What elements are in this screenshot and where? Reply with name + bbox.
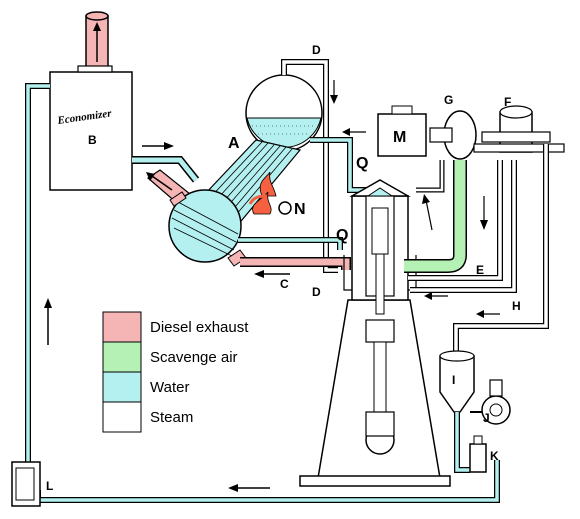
label-H: H: [512, 299, 521, 313]
pump-J: J: [470, 379, 511, 425]
legend-swatch-scavenge: [102, 341, 142, 373]
turbo-exhaust-line: [416, 160, 445, 193]
label-D-top: D: [312, 43, 321, 57]
economizer: Economizer B: [49, 65, 133, 191]
label-I: I: [452, 373, 455, 387]
diesel-engine: [299, 179, 451, 487]
label-B: B: [88, 133, 97, 147]
exhaust-gas-boiler: [168, 189, 247, 267]
label-M: M: [393, 129, 406, 146]
legend-label-scavenge: Scavenge air: [150, 349, 238, 366]
drum-water-pipe: Q Q: [238, 128, 370, 250]
label-G: G: [444, 93, 453, 107]
pump-L: L: [11, 461, 53, 507]
label-Q-top: Q: [356, 155, 368, 172]
turbocharger-G: G: [429, 93, 477, 160]
tank-I: I: [439, 350, 475, 473]
motor-M: M: [377, 105, 427, 157]
label-Q-bottom: Q: [336, 227, 348, 244]
legend-swatch-exhaust: [102, 311, 142, 343]
economizer-water-pipe: [132, 142, 200, 183]
feed-water-pipe: [25, 83, 52, 470]
legend: Diesel exhaust Scavenge air Water Steam: [102, 311, 249, 433]
scavenge-air-pipe: [404, 160, 467, 273]
label-E: E: [476, 263, 484, 277]
legend-label-steam: Steam: [150, 409, 193, 426]
label-D-bottom: D: [312, 285, 321, 299]
exhaust-pipe-C: C: [240, 257, 351, 291]
valve-K: K: [469, 435, 499, 473]
label-J: J: [483, 411, 490, 425]
label-A: A: [228, 135, 240, 152]
label-N: N: [294, 201, 306, 218]
separator-F: F: [473, 95, 565, 153]
label-C: C: [280, 277, 289, 291]
burner-N: N: [248, 171, 306, 218]
label-K: K: [490, 449, 499, 463]
pipes-E-H: E H: [408, 144, 549, 352]
label-F: F: [504, 95, 511, 109]
legend-label-exhaust: Diesel exhaust: [150, 319, 249, 336]
legend-swatch-steam: [102, 401, 142, 433]
exhaust-stack: [85, 11, 109, 73]
legend-label-water: Water: [150, 379, 189, 396]
legend-swatch-water: [102, 371, 142, 403]
steam-line-D: D D: [281, 43, 338, 299]
label-L: L: [46, 479, 53, 493]
